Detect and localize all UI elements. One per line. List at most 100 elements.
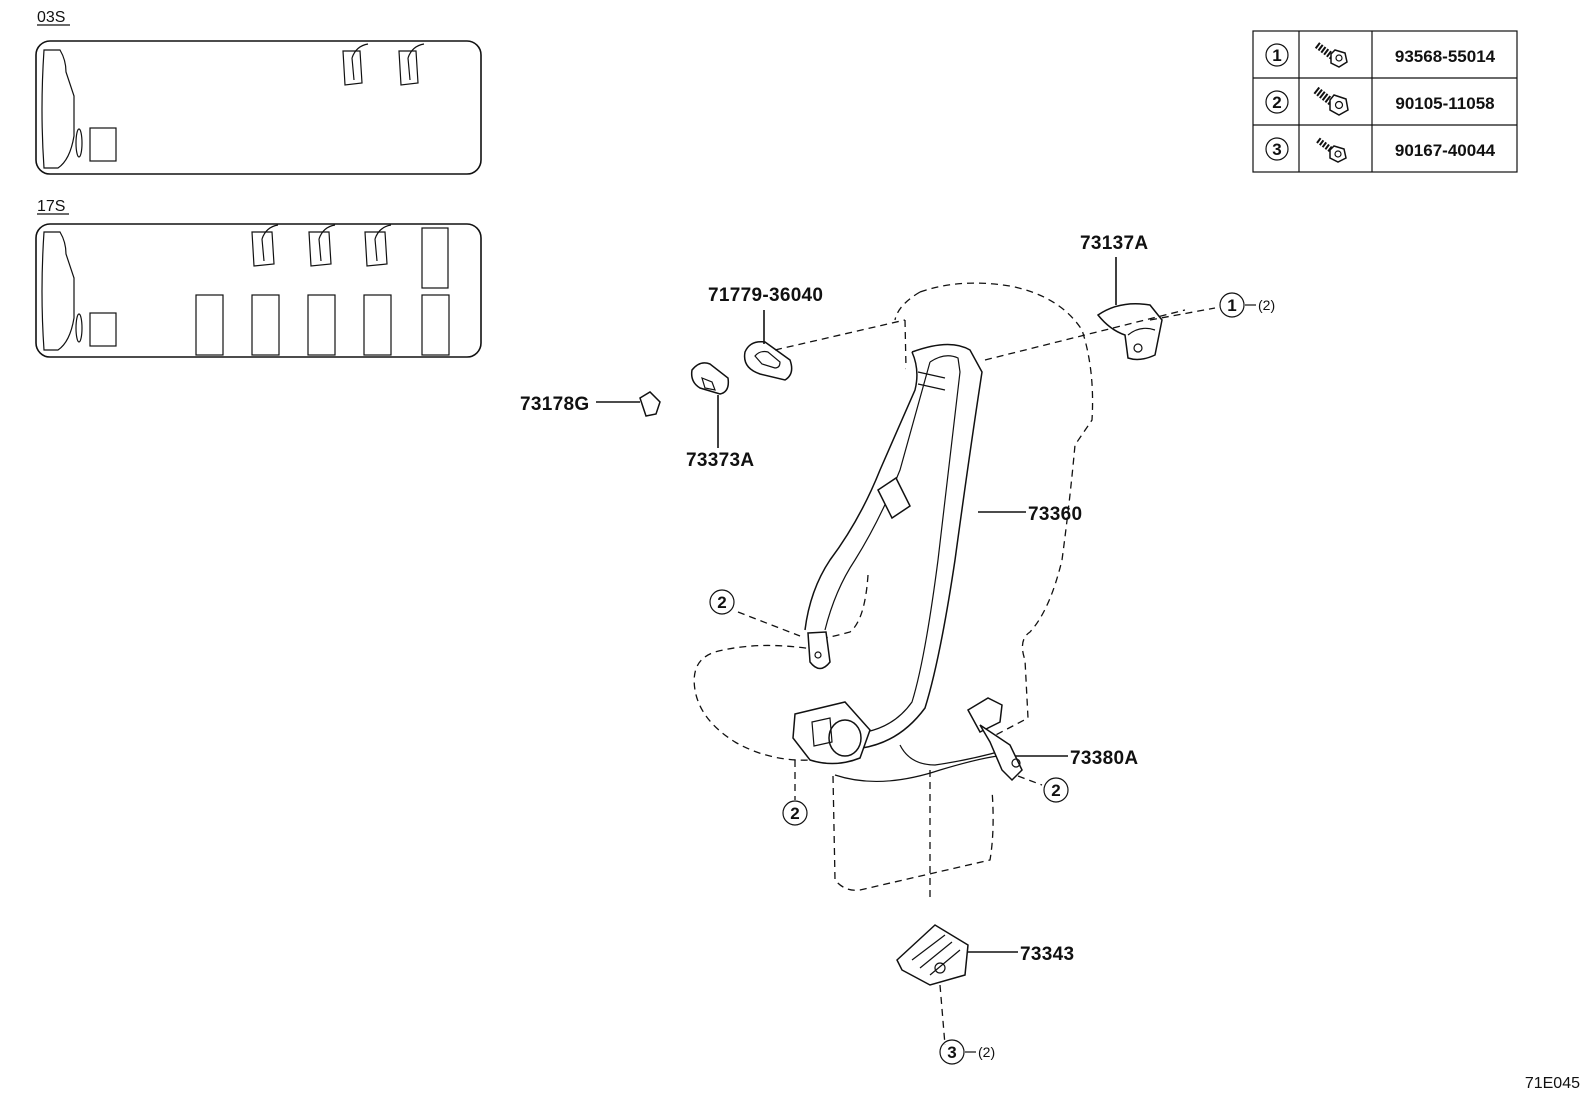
hit-73360[interactable] — [960, 320, 1000, 720]
label-73178g: 73178G — [520, 394, 589, 415]
bus-body-17s — [35, 223, 482, 358]
label-73360: 73360 — [1028, 504, 1082, 525]
steering-wheel-17s — [75, 313, 83, 343]
retractor-spool — [828, 719, 862, 757]
label-73137a: 73137A — [1080, 233, 1148, 254]
cover-hole — [1133, 343, 1143, 353]
legend-ref-3: 3 — [1272, 140, 1281, 159]
buckle-73380a[interactable]: 73380A — [966, 697, 1138, 782]
guide-clip — [701, 376, 716, 391]
callout-ref-2b-circle — [782, 800, 808, 826]
fastener-legend-table: 1 93568-55014 2 90105-11058 3 — [1252, 30, 1518, 173]
bracket-ribs — [911, 934, 961, 976]
guide-73373a[interactable]: 73373A — [686, 362, 754, 471]
bracket-body — [896, 924, 969, 986]
seat-row-17s-5 — [421, 294, 450, 356]
label-73380a: 73380A — [1070, 748, 1138, 769]
cushion-outline — [693, 644, 819, 761]
label-73373a: 73373A — [686, 450, 754, 471]
guide-body — [690, 362, 730, 395]
figure-code: 71E045 — [1525, 1075, 1580, 1092]
cover-73137a[interactable]: 73137A — [1080, 233, 1163, 361]
bracket-hole — [934, 962, 946, 974]
driver-seat-03s — [89, 127, 117, 162]
callout-ref-1-circle — [1219, 292, 1245, 318]
callout-ref-1-number: 1 — [1227, 296, 1236, 315]
legend-ref-2: 2 — [1272, 93, 1281, 112]
belt-wire-harness — [834, 754, 1011, 783]
belt-mark-17s-3 — [374, 224, 392, 262]
belt-mark-03s-2 — [407, 43, 425, 81]
callout-ref-1-qty: (2) — [1258, 297, 1275, 313]
seat-belt-assembly-73360[interactable]: 73360 — [792, 320, 1082, 783]
bus-body-03s — [35, 40, 482, 175]
callout-ref-2c-circle — [1043, 777, 1069, 803]
callout-ref-2b-number: 2 — [790, 804, 799, 823]
anchor-hole — [814, 651, 822, 659]
driver-seat-17s — [89, 312, 117, 347]
legend-row-2[interactable]: 2 90105-11058 — [1265, 86, 1495, 116]
hex-bolt-icon — [1313, 86, 1349, 116]
belt-guide-loop — [917, 371, 946, 391]
seat-mark-03s-1 — [342, 50, 363, 86]
tongue-plate — [877, 476, 911, 520]
rear-seat-17s-top — [421, 227, 449, 289]
callout-ref-2-buckle[interactable]: 2 — [1043, 777, 1069, 803]
cover-body — [1096, 303, 1163, 361]
legend-row-1[interactable]: 1 93568-55014 — [1265, 42, 1496, 68]
callout-ref-1[interactable]: 1 (2) — [1219, 292, 1275, 318]
callout-ref-3-number: 3 — [947, 1043, 956, 1062]
belt-webbing-inner — [865, 355, 961, 733]
seatback-top-curve — [894, 291, 921, 321]
callout-ref-2c-number: 2 — [1051, 781, 1060, 800]
buckle-head — [966, 697, 1003, 733]
seatback-outline — [919, 282, 1094, 739]
label-73343: 73343 — [1020, 944, 1074, 965]
seat-row-17s-2 — [251, 294, 280, 356]
legend-part-number-3: 90167-40044 — [1395, 141, 1496, 160]
bracket-73343[interactable]: 73343 — [896, 924, 1074, 1046]
belt-mark-17s-2 — [318, 224, 336, 262]
callout-ref-2a-number: 2 — [717, 593, 726, 612]
ref-circle-2 — [1265, 90, 1289, 114]
callout-ref-2-shoulder[interactable]: 2 — [709, 589, 735, 615]
belt-mark-17s-1 — [261, 224, 279, 262]
layout-03s[interactable]: 03S — [35, 9, 482, 175]
cover-edge — [1127, 327, 1156, 336]
bus-front-17s — [41, 231, 75, 351]
label-71779-36040: 71779-36040 — [708, 285, 823, 306]
dash-bolt2-to-anchor — [737, 611, 801, 637]
retractor-cover — [811, 717, 833, 747]
callout-ref-2a-circle — [709, 589, 735, 615]
dash-buckle-to-bolt — [1017, 775, 1043, 786]
callout-ref-3-circle — [939, 1039, 965, 1065]
seat-side-outline — [809, 574, 869, 641]
callout-ref-3[interactable]: 3 (2) — [939, 1039, 995, 1065]
ring-slot — [754, 350, 781, 369]
belt-wire-harness-2 — [899, 744, 1006, 766]
bracket-bolt-dash — [939, 984, 946, 1046]
legend-row-3[interactable]: 3 90167-40044 — [1265, 137, 1496, 163]
seat-base-outline — [832, 775, 994, 891]
cap-73178g[interactable]: 73178G — [520, 391, 661, 417]
cap-body — [639, 391, 661, 417]
ring-body — [743, 340, 793, 381]
seat-mark-03s-2 — [398, 50, 419, 86]
layout-17s-label: 17S — [37, 198, 65, 215]
ref-circle-3 — [1265, 137, 1289, 161]
seat-row-17s-3 — [307, 294, 336, 356]
seat-row-17s-4 — [363, 294, 392, 356]
legend-frame — [1252, 30, 1518, 173]
bus-front-03s — [41, 49, 75, 169]
layout-17s[interactable]: 17S — [35, 198, 482, 358]
ring-71779-36040[interactable]: 71779-36040 — [708, 285, 823, 381]
dash-ring-to-seat — [774, 319, 906, 351]
belt-mark-03s-1 — [351, 43, 369, 81]
steering-wheel-03s — [75, 128, 83, 158]
buckle-stalk — [979, 724, 1023, 782]
flange-bolt-icon — [1314, 42, 1348, 68]
tapping-screw-icon — [1316, 137, 1347, 163]
buckle-anchor-hole — [1011, 758, 1021, 768]
callout-ref-2-retractor[interactable]: 2 — [782, 800, 808, 826]
